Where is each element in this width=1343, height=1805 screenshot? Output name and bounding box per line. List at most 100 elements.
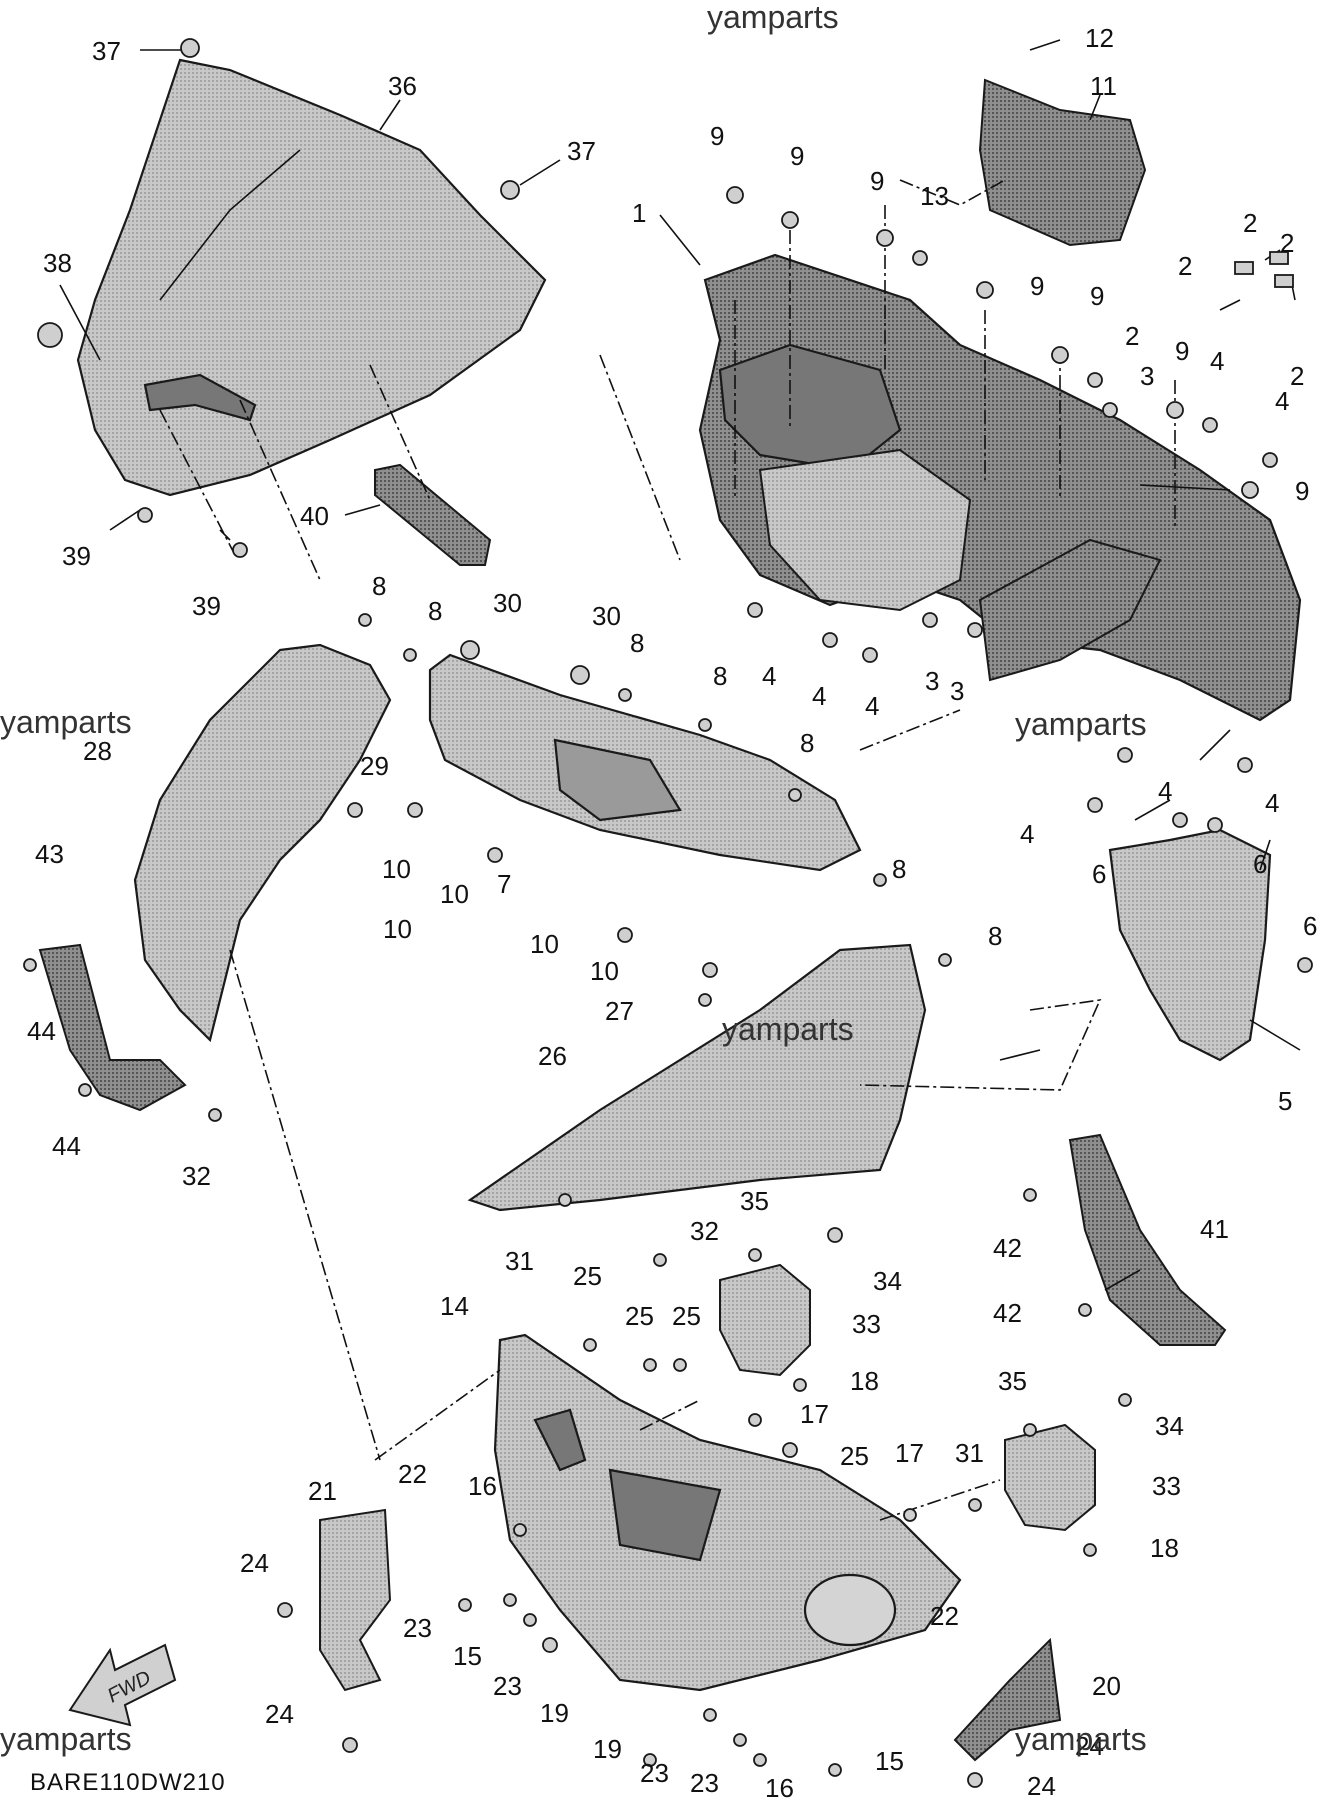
- fasteners: [23, 38, 1313, 1788]
- callout-26: 26: [538, 1041, 567, 1071]
- callout-2: 2: [1243, 208, 1257, 238]
- part-1-inner-box: [718, 343, 902, 472]
- callout-44: 44: [52, 1131, 81, 1161]
- callout-15: 15: [453, 1641, 482, 1671]
- callout-16: 16: [765, 1773, 794, 1803]
- callout-8: 8: [428, 596, 442, 626]
- part-43-side-bracket: [38, 943, 187, 1112]
- part-1-lower-panel: [758, 448, 972, 612]
- part-33-bracket-upper: [719, 1263, 811, 1377]
- callout-23: 23: [640, 1758, 669, 1788]
- callout-39: 39: [62, 541, 91, 571]
- callout-8: 8: [800, 728, 814, 758]
- callout-38: 38: [43, 248, 72, 278]
- callout-9: 9: [710, 121, 724, 151]
- callout-23: 23: [493, 1671, 522, 1701]
- part-1-duct: [978, 538, 1162, 682]
- callout-22: 22: [398, 1459, 427, 1489]
- callout-10: 10: [590, 956, 619, 986]
- callout-28: 28: [83, 736, 112, 766]
- callout-4: 4: [1210, 346, 1224, 376]
- callout-35: 35: [740, 1186, 769, 1216]
- callout-3: 3: [1140, 361, 1154, 391]
- part-33-bracket-lower: [1004, 1423, 1096, 1532]
- callout-25: 25: [625, 1301, 654, 1331]
- callout-35: 35: [998, 1366, 1027, 1396]
- callout-24: 24: [1027, 1771, 1056, 1801]
- part-11-cover: [978, 78, 1147, 247]
- callout-19: 19: [593, 1734, 622, 1764]
- callout-18: 18: [850, 1366, 879, 1396]
- callout-14: 14: [440, 1291, 469, 1321]
- dash-pocket: [553, 738, 682, 822]
- callout-8: 8: [630, 628, 644, 658]
- callout-39: 39: [192, 591, 221, 621]
- callout-37: 37: [567, 136, 596, 166]
- part-40-bracket: [374, 463, 492, 566]
- callout-30: 30: [493, 588, 522, 618]
- part-14-front-bumper: [493, 1333, 962, 1692]
- callout-9: 9: [790, 141, 804, 171]
- callout-25: 25: [840, 1441, 869, 1471]
- callout-30: 30: [592, 601, 621, 631]
- bumper-opening-1: [533, 1408, 587, 1472]
- callout-34: 34: [1155, 1411, 1184, 1441]
- callout-9: 9: [1175, 336, 1189, 366]
- part-28-left-panel: [133, 643, 392, 1043]
- callout-2: 2: [1178, 251, 1192, 281]
- callout-42: 42: [993, 1233, 1022, 1263]
- callout-33: 33: [852, 1309, 881, 1339]
- callout-9: 9: [1090, 281, 1104, 311]
- callout-6: 6: [1253, 849, 1267, 879]
- watermarks: yamparts yamparts yamparts yamparts yamp…: [0, 0, 1147, 1757]
- callout-8: 8: [713, 661, 727, 691]
- callout-36: 36: [388, 71, 417, 101]
- watermark: yamparts: [1015, 706, 1147, 742]
- part-5-side-cover: [1108, 828, 1272, 1062]
- callout-7: 7: [497, 869, 511, 899]
- callout-8: 8: [372, 571, 386, 601]
- callout-32: 32: [182, 1161, 211, 1191]
- callout-3: 3: [925, 666, 939, 696]
- callout-18: 18: [1150, 1533, 1179, 1563]
- callout-42: 42: [993, 1298, 1022, 1328]
- callout-4: 4: [1275, 386, 1289, 416]
- callout-2: 2: [1290, 361, 1304, 391]
- callout-20: 20: [1092, 1671, 1121, 1701]
- callout-9: 9: [870, 166, 884, 196]
- callout-37: 37: [92, 36, 121, 66]
- callout-43: 43: [35, 839, 64, 869]
- diagram-code: BARE110DW210: [30, 1769, 226, 1796]
- callout-9: 9: [1030, 271, 1044, 301]
- callout-27: 27: [605, 996, 634, 1026]
- callout-10: 10: [382, 854, 411, 884]
- callout-41: 41: [1200, 1214, 1229, 1244]
- part-20-lower-cover-right: [953, 1637, 1062, 1762]
- callout-44: 44: [27, 1016, 56, 1046]
- callout-6: 6: [1303, 911, 1317, 941]
- callout-22: 22: [930, 1601, 959, 1631]
- callout-labels: 37 36 37 38 39 39 40 12 11 9 9 9 13 1 9 …: [27, 23, 1317, 1803]
- watermark: yamparts: [0, 704, 132, 740]
- callout-2: 2: [1280, 228, 1294, 258]
- callout-17: 17: [800, 1399, 829, 1429]
- watermark: yamparts: [0, 1721, 132, 1757]
- leader-lines: [59, 39, 1301, 1521]
- callout-2: 2: [1125, 321, 1139, 351]
- callout-24: 24: [1075, 1731, 1104, 1761]
- cowl-vent: [143, 373, 257, 422]
- cowl-crease: [159, 149, 301, 301]
- callout-24: 24: [265, 1699, 294, 1729]
- callout-11: 11: [1090, 71, 1117, 101]
- callout-23: 23: [403, 1613, 432, 1643]
- callout-19: 19: [540, 1698, 569, 1728]
- callout-4: 4: [812, 681, 826, 711]
- callout-15: 15: [875, 1746, 904, 1776]
- callout-3: 3: [950, 676, 964, 706]
- callout-31: 31: [505, 1246, 534, 1276]
- callout-34: 34: [873, 1266, 902, 1296]
- callout-4: 4: [865, 691, 879, 721]
- callout-4: 4: [1020, 819, 1034, 849]
